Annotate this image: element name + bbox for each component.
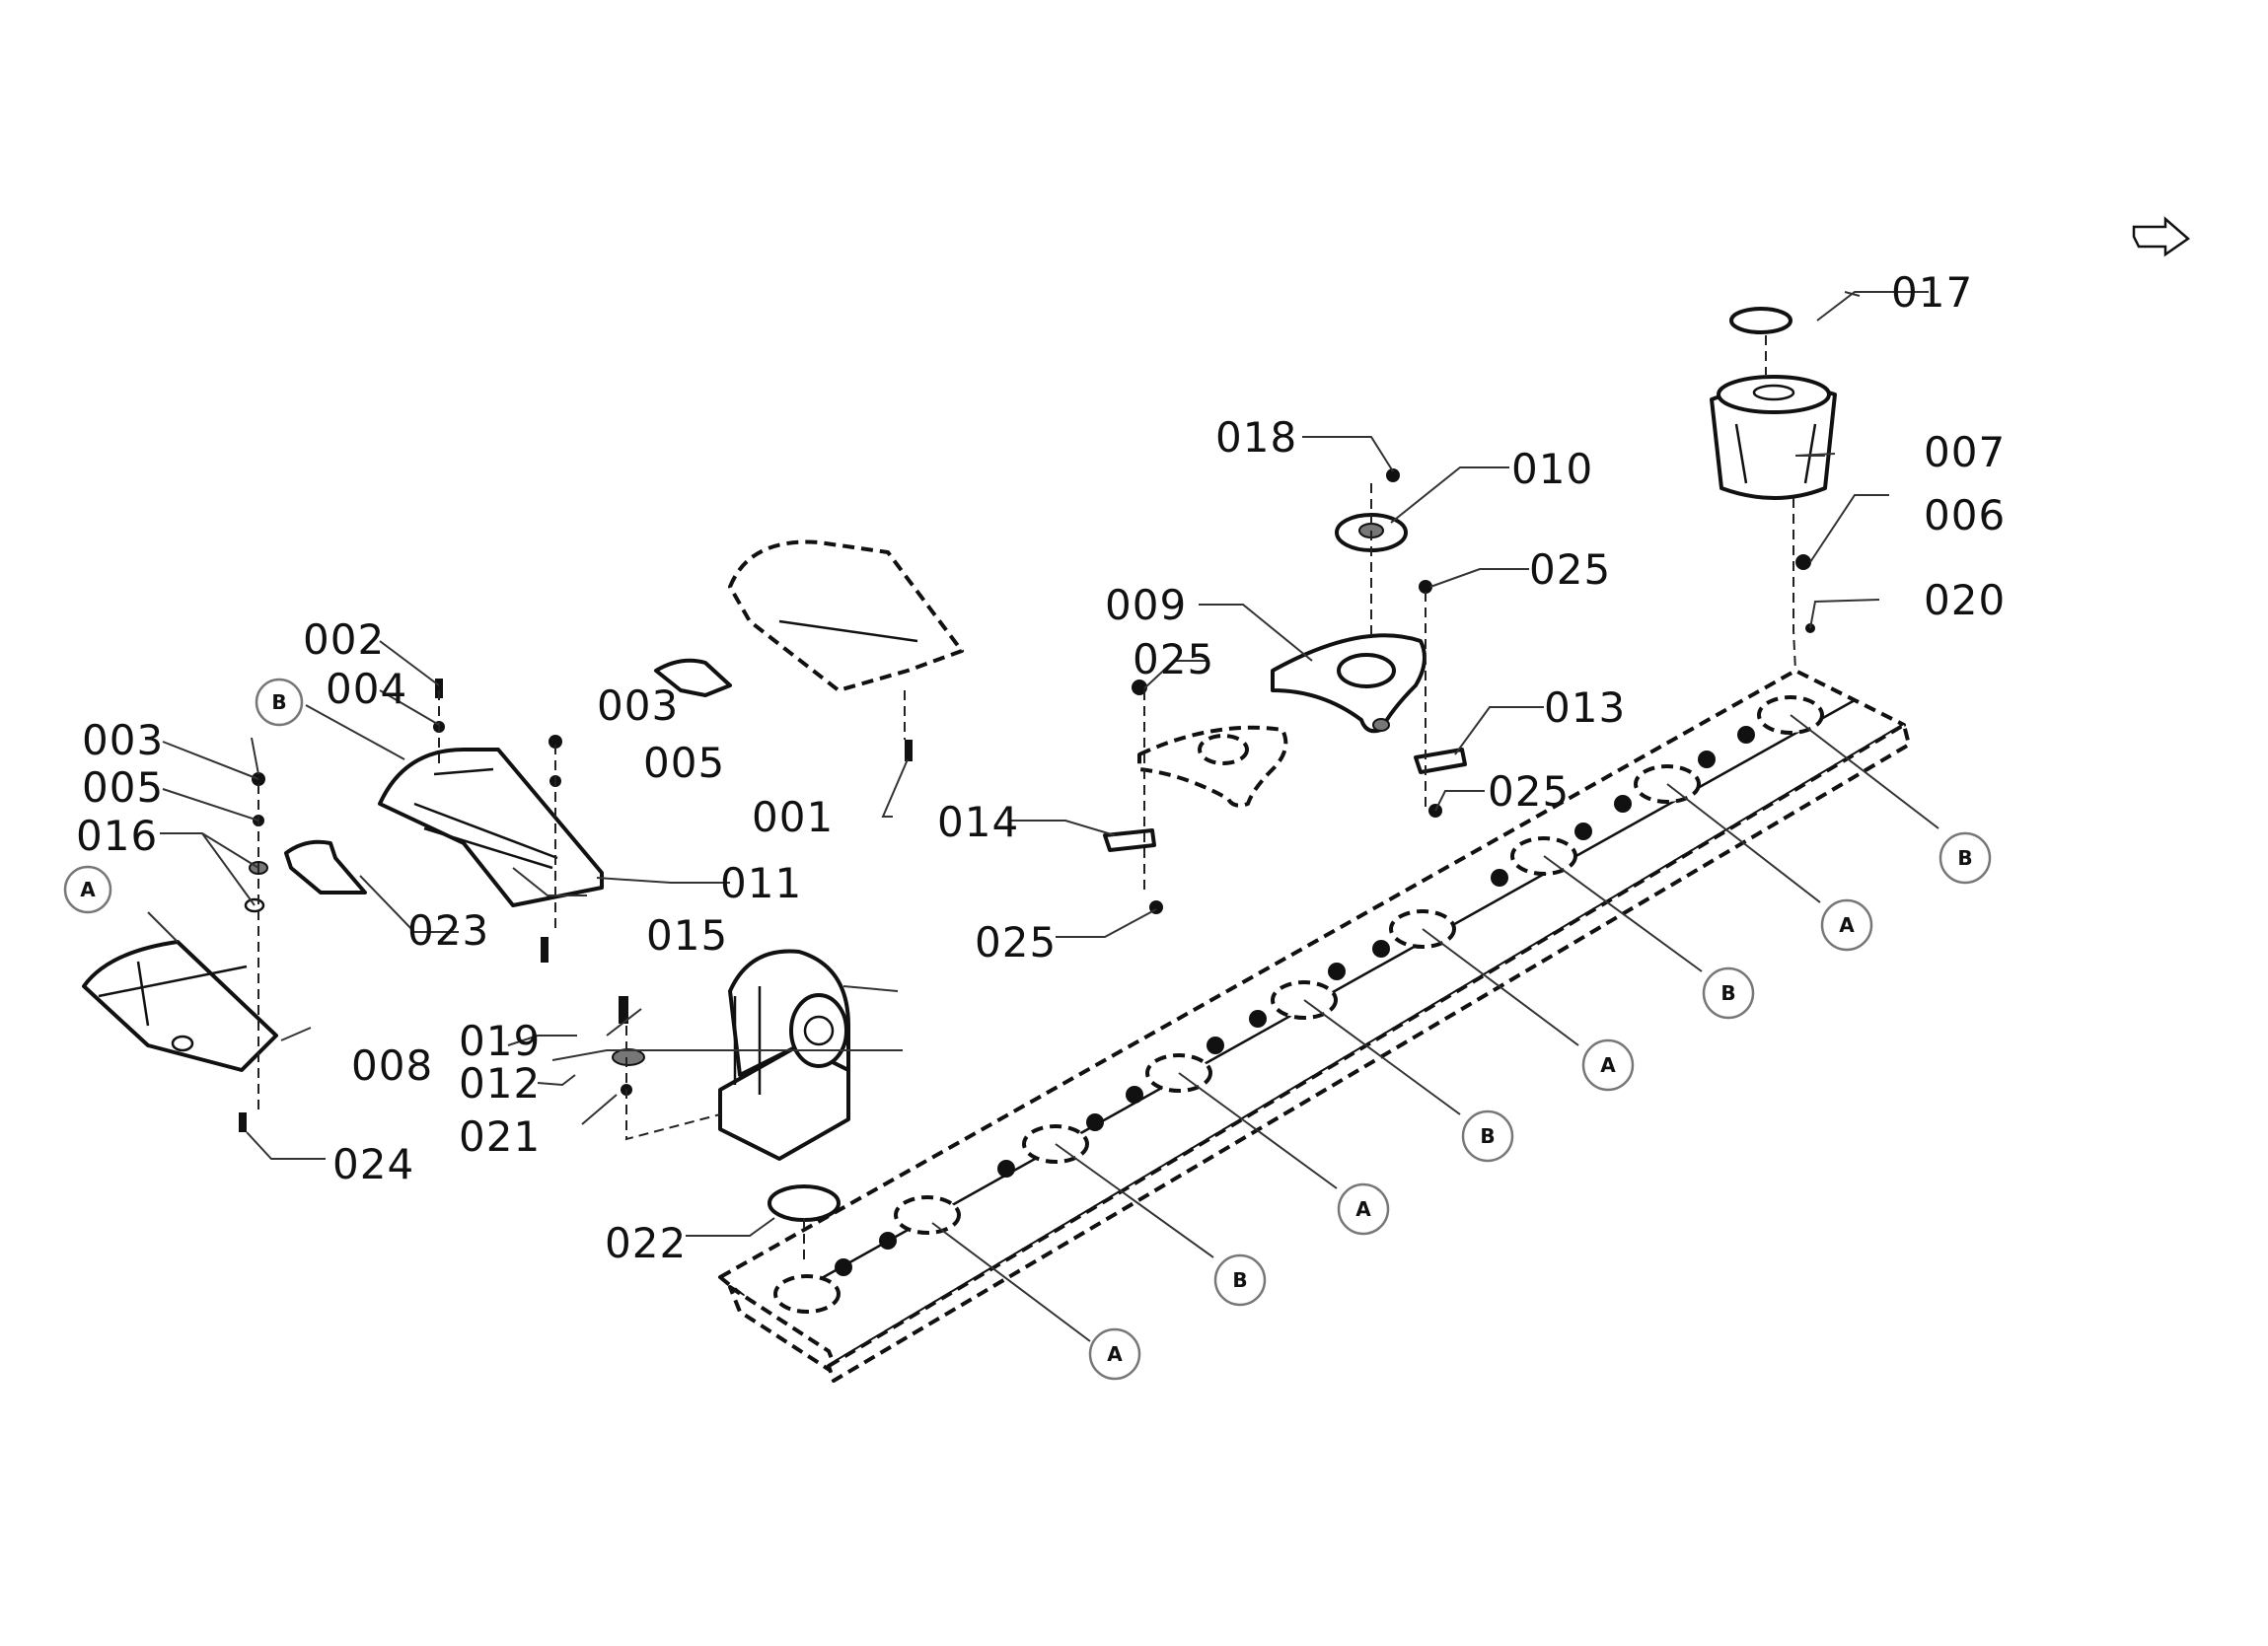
svg-text:A: A (80, 878, 96, 901)
skid-plate (82, 940, 278, 1072)
arrow-right-icon[interactable] (2132, 216, 2191, 257)
label-005-right: 005 (643, 739, 725, 787)
cone-housing (1710, 375, 1837, 500)
svg-text:B: B (1480, 1124, 1495, 1148)
leader-lines (147, 291, 1939, 1342)
knife-blade-014 (1103, 828, 1156, 852)
label-003-left: 003 (82, 716, 164, 764)
gearbox-housing (718, 949, 850, 1161)
disc-carrier-upper (1271, 633, 1427, 734)
label-022: 022 (605, 1219, 687, 1267)
label-009: 009 (1105, 581, 1187, 629)
label-016: 016 (76, 812, 158, 860)
seal-ring (1729, 307, 1792, 334)
label-003-right: 003 (597, 681, 679, 730)
o-ring (768, 1184, 841, 1222)
dashed-cover-plate (728, 539, 964, 692)
label-019: 019 (459, 1017, 541, 1065)
label-011: 011 (720, 859, 802, 907)
svg-text:B: B (1232, 1268, 1247, 1292)
label-023: 023 (407, 906, 489, 955)
label-021: 021 (459, 1112, 541, 1161)
label-006: 006 (1924, 491, 2006, 539)
guard-plate (378, 748, 604, 907)
small-guard (284, 839, 367, 895)
label-007: 007 (1924, 428, 2006, 476)
callout-circle-b-left: B (255, 678, 304, 727)
label-018: 018 (1215, 413, 1297, 462)
callout-circle-a-4: A (1820, 898, 1873, 952)
label-017: 017 (1891, 268, 1973, 317)
part-labels: 002 004 003 005 016 003 005 001 011 023 … (76, 268, 2006, 1267)
label-025-bottom: 025 (975, 918, 1057, 966)
label-015: 015 (646, 911, 728, 960)
disc-carrier-lower (1137, 725, 1288, 808)
svg-text:B: B (1957, 846, 1972, 870)
svg-text:B: B (1720, 981, 1735, 1005)
callout-circle-b-3: B (1702, 966, 1755, 1020)
svg-text:B: B (271, 690, 286, 714)
label-014: 014 (937, 798, 1019, 846)
label-013: 013 (1544, 683, 1626, 732)
knife-blade-013 (1414, 748, 1467, 774)
label-005-left: 005 (82, 763, 164, 812)
cutter-bar (718, 669, 1911, 1383)
label-001: 001 (752, 793, 834, 841)
bar-bolts (835, 726, 1755, 1276)
label-008: 008 (351, 1041, 433, 1090)
callout-circle-a-1: A (1088, 1327, 1141, 1381)
label-004: 004 (326, 665, 407, 713)
bar-disc-seats (773, 695, 1824, 1314)
callout-circle-b-2: B (1461, 1109, 1514, 1163)
callout-circle-b-1: B (1213, 1253, 1267, 1307)
svg-text:A: A (1355, 1197, 1371, 1221)
callout-circle-a-2: A (1337, 1182, 1390, 1236)
label-020: 020 (1924, 576, 2006, 624)
label-010: 010 (1511, 445, 1593, 493)
assembly-axes (257, 335, 1796, 1262)
svg-text:A: A (1839, 913, 1855, 937)
label-012: 012 (459, 1059, 541, 1108)
callout-circle-a-left: A (63, 865, 112, 914)
label-002: 002 (303, 615, 385, 664)
svg-text:A: A (1600, 1053, 1616, 1077)
callout-circle-b-4: B (1939, 831, 1992, 885)
label-025-right: 025 (1488, 767, 1570, 816)
label-025-top: 025 (1529, 545, 1611, 594)
callout-circle-a-3: A (1581, 1038, 1635, 1092)
svg-text:A: A (1107, 1342, 1123, 1366)
label-025-left: 025 (1133, 635, 1214, 683)
upper-small-guard (654, 658, 732, 697)
label-024: 024 (332, 1140, 414, 1188)
